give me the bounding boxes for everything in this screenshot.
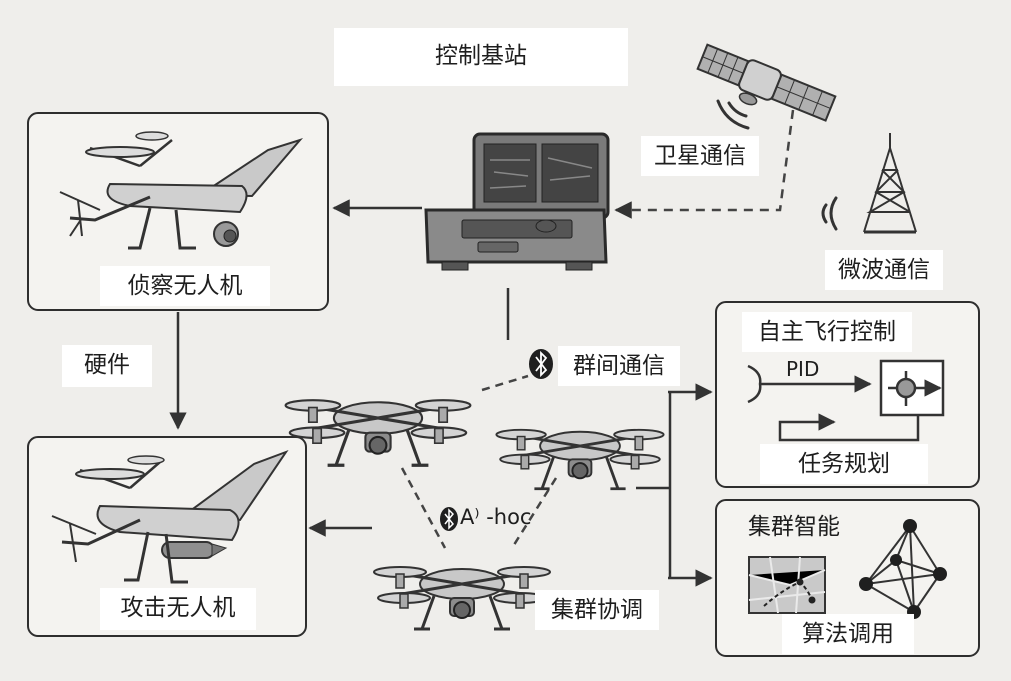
pid-control-diagram: [747, 359, 945, 442]
swarm-coordination-label: 集群协调: [535, 590, 659, 630]
branch-to-panels: [636, 392, 672, 578]
mission-planning-label: 任务规划: [760, 444, 928, 484]
attack-drone-label: 攻击无人机: [100, 588, 256, 630]
swarm-drone-2-icon: [494, 428, 666, 491]
hardware-label: 硬件: [62, 345, 152, 387]
adhoc-label: A⁾ -hoc: [460, 505, 532, 529]
page-title: 控制基站: [334, 28, 628, 86]
algorithm-call-label: 算法调用: [782, 614, 914, 654]
swarm-drone-1-icon: [284, 398, 472, 467]
control-station-laptop-icon: [424, 132, 610, 271]
recon-drone-label: 侦察无人机: [100, 266, 270, 306]
inter-swarm-comm-label: 群间通信: [558, 346, 680, 386]
microwave-comm-label: 微波通信: [825, 250, 943, 290]
bluetooth-icon: [529, 349, 553, 379]
satellite-comm-label: 卫星通信: [641, 136, 759, 176]
network-graph-icon: [859, 519, 947, 619]
satellite-signal-icon: [716, 99, 750, 130]
dashed-drone-link-1: [481, 374, 529, 392]
swarm-intelligence-title: 集群智能: [748, 514, 840, 540]
adhoc-bluetooth-icon: [440, 507, 458, 531]
pid-label: PID: [786, 357, 820, 381]
recon-drone-icon: [59, 131, 304, 250]
microwave-tower-icon: [863, 133, 917, 234]
satellite-icon: [696, 43, 837, 122]
map-icon: [748, 556, 826, 614]
dashed-drone-link-2: [400, 467, 447, 549]
attack-drone-icon: [51, 449, 289, 584]
swarm-drone-3-icon: [372, 565, 552, 631]
autonomous-flight-title: 自主飞行控制: [742, 312, 912, 352]
microwave-signal-icon: [821, 196, 838, 231]
satellite-link-line: [614, 109, 795, 219]
